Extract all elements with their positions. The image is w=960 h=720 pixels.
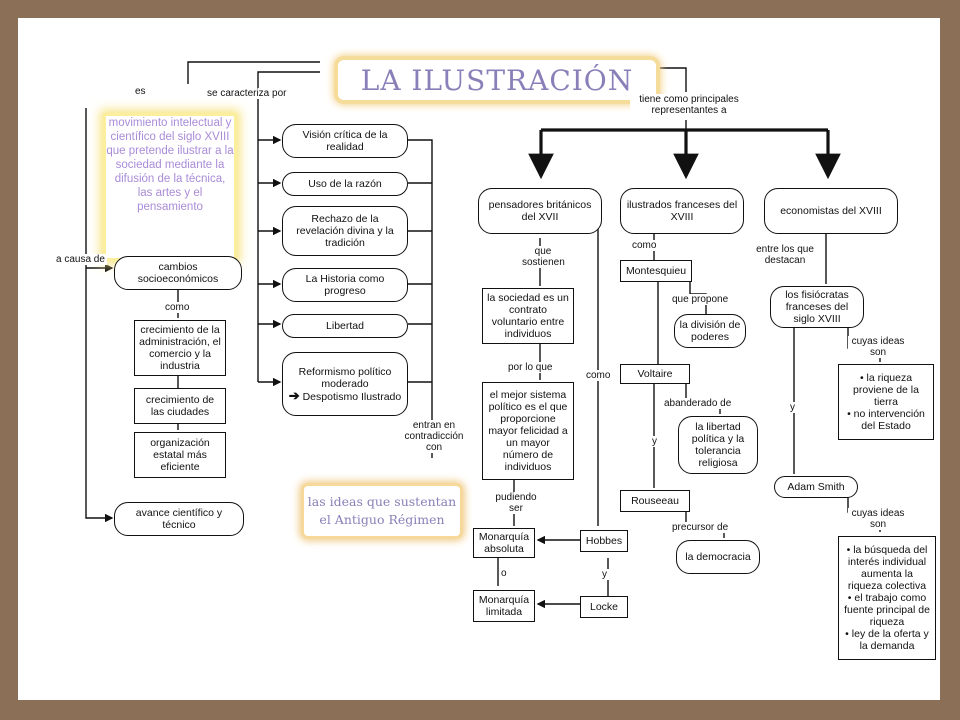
label-como-3: como [630, 240, 659, 251]
node-fisiocratas: los fisiócratas franceses del siglo XVII… [770, 286, 864, 328]
node-historia-progreso: La Historia como progreso [282, 268, 408, 302]
node-economistas: economistas del XVIII [764, 188, 898, 234]
node-democracia: la democracia [676, 540, 760, 574]
label-cuyas-ideas-1: cuyas ideas son [848, 336, 908, 358]
node-hobbes: Hobbes [580, 530, 628, 552]
label-como-2: como [584, 370, 613, 381]
label-que-sostienen: que sostienen [520, 246, 566, 268]
label-y-3: y [788, 402, 797, 413]
idea-trabajo-fuente: • el trabajo como fuente principal de ri… [844, 592, 930, 628]
node-antiguo-regimen: las ideas que sustentan el Antiguo Régim… [304, 486, 460, 536]
node-ilustrados-franceses: ilustrados franceses del XVIII [620, 188, 744, 234]
label-precursor: precursor de [670, 522, 731, 533]
arrow-right-icon: ➔ [288, 387, 300, 403]
label-a-causa: a causa de [54, 254, 107, 265]
node-adam-smith: Adam Smith [774, 476, 858, 498]
map-title: LA ILUSTRACIÓN [338, 60, 656, 100]
label-y-1: y [600, 569, 609, 580]
node-monarquia-limitada: Monarquía limitada [473, 590, 535, 622]
node-crecimiento-ciudades: crecimiento de las ciudades [134, 388, 226, 424]
node-rechazo-revelacion: Rechazo de la revelación divina y la tra… [282, 206, 408, 256]
node-reformismo: Reformismo político moderado ➔ Despotism… [282, 352, 408, 416]
node-contrato-social: la sociedad es un contrato voluntario en… [482, 288, 574, 344]
node-vision-critica: Visión crítica de la realidad [282, 124, 408, 158]
label-o: o [499, 568, 509, 579]
label-es: es [133, 86, 148, 97]
label-tiene-como: tiene como principales representantes a [630, 94, 748, 116]
node-rousseau: Rouseeau [620, 490, 690, 512]
node-libertad: Libertad [282, 314, 408, 338]
reformismo-text: Reformismo político moderado [298, 365, 392, 390]
idea-interes-individual: • la búsqueda del interés individual aum… [846, 544, 928, 592]
label-se-caracteriza: se caracteriza por [205, 88, 289, 99]
node-organizacion-estatal: organización estatal más eficiente [134, 432, 226, 478]
label-cuyas-ideas-2: cuyas ideas son [848, 508, 908, 530]
definition-box: movimiento intelectual y científico del … [106, 116, 234, 258]
node-locke: Locke [580, 596, 628, 618]
despotismo-line: ➔ Despotismo Ilustrado [288, 387, 402, 403]
label-abanderado: abanderado de [662, 398, 734, 409]
node-voltaire: Voltaire [620, 364, 690, 384]
node-avance-cientifico: avance científico y técnico [114, 502, 244, 536]
label-entre-los-que: entre los que destacan [748, 244, 822, 266]
idea-riqueza-tierra: • la riqueza proviene de la tierra [853, 372, 919, 408]
label-por-lo-que: por lo que [506, 362, 555, 373]
despotismo-text: Despotismo Ilustrado [302, 390, 402, 403]
node-division-poderes: la división de poderes [674, 314, 746, 348]
label-entran: entran en contradicción con [402, 420, 466, 453]
label-como: como [163, 302, 192, 313]
label-que-propone: que propone [670, 294, 731, 305]
idea-oferta-demanda: • ley de la oferta y la demanda [845, 628, 929, 652]
node-montesquieu: Montesquieu [620, 260, 692, 282]
node-ideas-smith: • la búsqueda del interés individual aum… [838, 536, 936, 660]
concept-map-canvas: LA ILUSTRACIÓN es se caracteriza por tie… [18, 18, 940, 700]
node-monarquia-absoluta: Monarquía absoluta [473, 528, 535, 558]
node-mejor-sistema: el mejor sistema político es el que prop… [482, 382, 574, 480]
label-y-2: y [650, 436, 659, 447]
node-ideas-fisiocratas: • la riqueza proviene de la tierra • no … [838, 364, 934, 440]
node-libertad-tolerancia: la libertad política y la tolerancia rel… [678, 416, 758, 474]
label-pudiendo-ser: pudiendo ser [492, 492, 540, 514]
node-crecimiento-administracion: crecimiento de la administración, el com… [134, 320, 226, 376]
node-cambios-socioeconomicos: cambios socioeconómicos [114, 256, 242, 290]
node-uso-razon: Uso de la razón [282, 172, 408, 196]
node-pensadores-britanicos: pensadores británicos del XVII [478, 188, 602, 234]
idea-no-intervencion: • no intervención del Estado [847, 408, 925, 432]
